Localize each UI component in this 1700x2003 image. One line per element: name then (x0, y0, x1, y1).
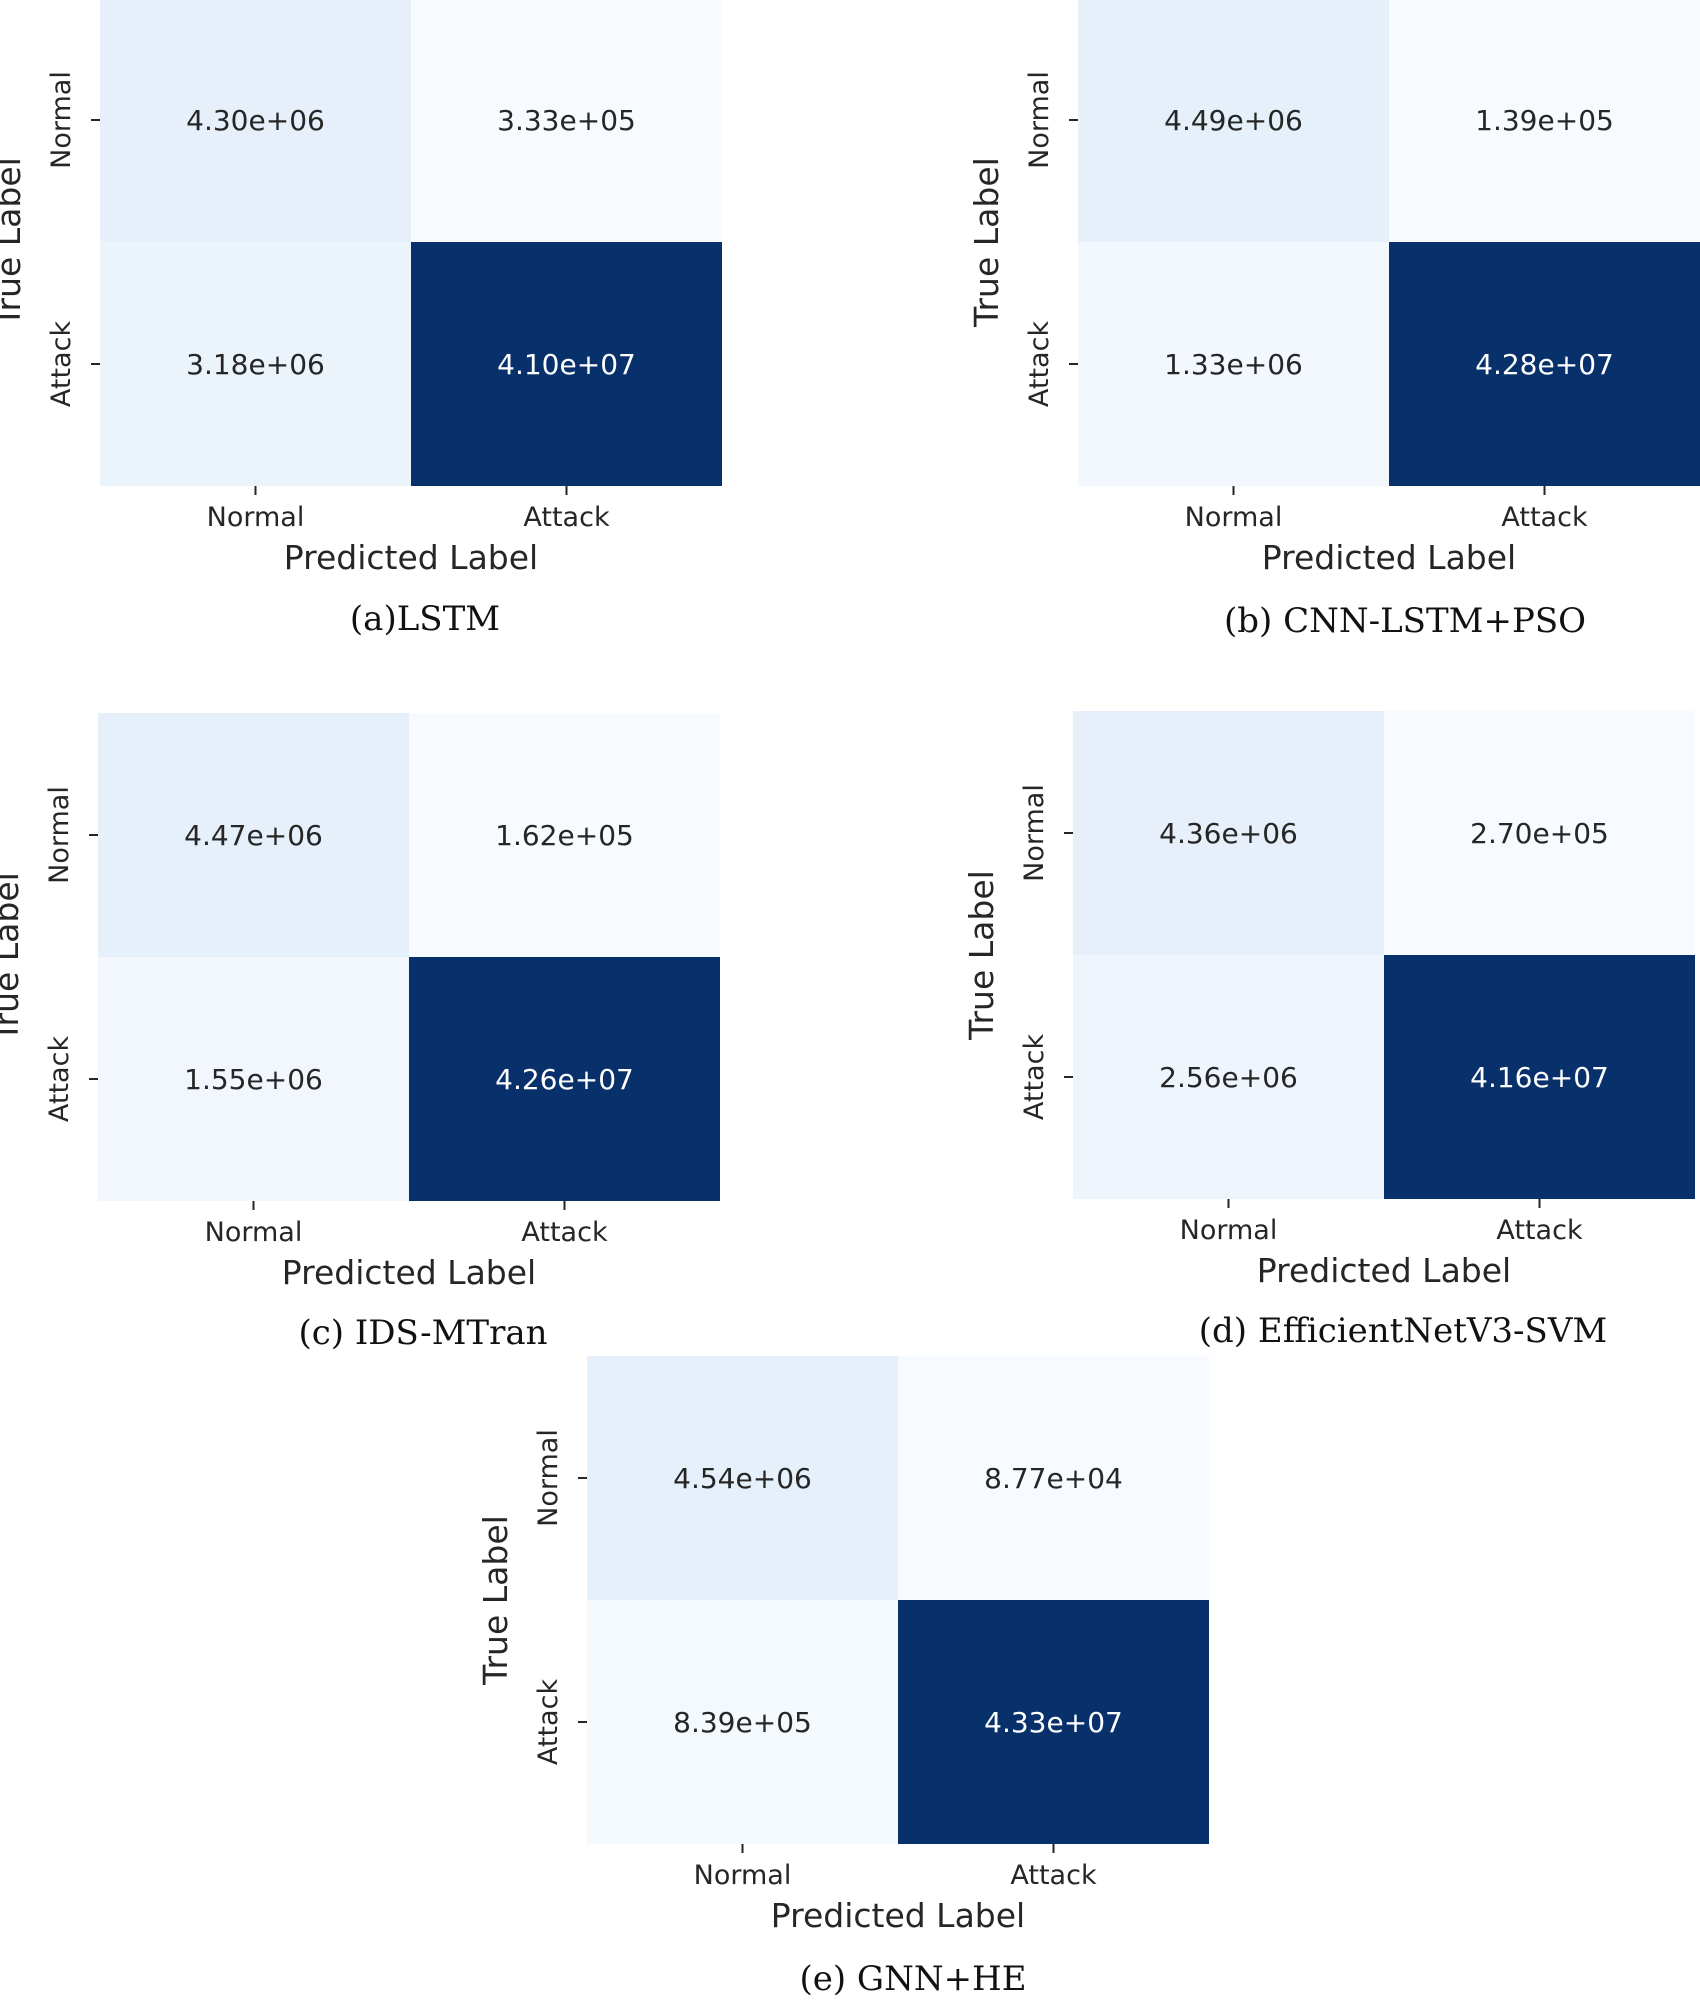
cell-value-label: 4.28e+07 (1475, 348, 1614, 381)
panel-caption: (b) CNN-LSTM+PSO (1224, 601, 1586, 641)
cell-value-label: 1.55e+06 (184, 1063, 323, 1096)
y-tick-label: Normal (533, 1429, 564, 1527)
cell-value-label: 3.33e+05 (497, 104, 636, 137)
y-tick-label: Normal (1019, 784, 1050, 882)
heatmap-cell (98, 957, 409, 1201)
y-tick-label: Attack (1024, 321, 1055, 408)
cell-value-label: 3.18e+06 (186, 348, 325, 381)
y-tick-label: Attack (533, 1679, 564, 1766)
panel-caption: (e) GNN+HE (799, 1959, 1026, 1999)
x-tick-label: Normal (1180, 1215, 1278, 1246)
panel-caption: (d) EfficientNetV3-SVM (1199, 1311, 1607, 1351)
heatmap-cell (100, 242, 411, 486)
x-tick-label: Attack (521, 1217, 608, 1248)
panel-caption: (c) IDS-MTran (298, 1313, 547, 1353)
cell-value-label: 1.62e+05 (495, 819, 634, 852)
x-tick-label: Attack (1010, 1860, 1097, 1891)
heatmap-cell (1073, 711, 1384, 955)
cell-value-label: 4.54e+06 (673, 1462, 812, 1495)
x-tick-label: Normal (207, 502, 305, 533)
y-tick-label: Normal (46, 71, 77, 169)
heatmap-cell (411, 0, 722, 242)
cell-value-label: 4.30e+06 (186, 104, 325, 137)
y-tick-label: Normal (44, 786, 75, 884)
x-axis-title: Predicted Label (1257, 1251, 1511, 1290)
cell-value-label: 4.26e+07 (495, 1063, 634, 1096)
heatmap-cell (1389, 242, 1700, 486)
x-axis-title: Predicted Label (771, 1896, 1025, 1935)
cell-value-label: 1.33e+06 (1164, 348, 1303, 381)
cell-value-label: 8.39e+05 (673, 1706, 812, 1739)
panel-caption: (a)LSTM (350, 599, 500, 639)
y-axis-title: True Label (967, 157, 1006, 328)
heatmap-cell (409, 957, 720, 1201)
heatmap-cell (898, 1356, 1209, 1600)
heatmap-cell (409, 713, 720, 957)
x-tick-label: Attack (1501, 502, 1588, 533)
cell-value-label: 4.49e+06 (1164, 104, 1303, 137)
heatmap-cell (1078, 0, 1389, 242)
heatmap-cell (587, 1356, 898, 1600)
x-tick-label: Attack (523, 502, 610, 533)
y-tick-label: Attack (44, 1036, 75, 1123)
heatmap-cell (1384, 711, 1695, 955)
x-tick-label: Attack (1496, 1215, 1583, 1246)
x-tick-label: Normal (694, 1860, 792, 1891)
x-axis-title: Predicted Label (282, 1253, 536, 1292)
y-axis-title: True Label (962, 870, 1001, 1041)
heatmap-cell (898, 1600, 1209, 1844)
x-axis-title: Predicted Label (284, 538, 538, 577)
y-axis-title: True Label (0, 157, 28, 328)
heatmap-cell (1384, 955, 1695, 1199)
heatmap-cell (587, 1600, 898, 1844)
cell-value-label: 4.16e+07 (1470, 1061, 1609, 1094)
x-tick-label: Normal (205, 1217, 303, 1248)
cell-value-label: 2.70e+05 (1470, 817, 1609, 850)
heatmap-cell (98, 713, 409, 957)
heatmap-cell (1389, 0, 1700, 242)
cell-value-label: 4.47e+06 (184, 819, 323, 852)
y-tick-label: Attack (46, 321, 77, 408)
cell-value-label: 2.56e+06 (1159, 1061, 1298, 1094)
cell-value-label: 4.36e+06 (1159, 817, 1298, 850)
cell-value-label: 4.10e+07 (497, 348, 636, 381)
y-axis-title: True Label (476, 1515, 515, 1686)
heatmap-cell (1078, 242, 1389, 486)
x-tick-label: Normal (1185, 502, 1283, 533)
y-axis-title: True Label (0, 872, 26, 1043)
cell-value-label: 4.33e+07 (984, 1706, 1123, 1739)
heatmap-cell (1073, 955, 1384, 1199)
heatmap-cell (411, 242, 722, 486)
y-tick-label: Attack (1019, 1034, 1050, 1121)
heatmap-cell (100, 0, 411, 242)
y-tick-label: Normal (1024, 71, 1055, 169)
x-axis-title: Predicted Label (1262, 538, 1516, 577)
cell-value-label: 8.77e+04 (984, 1462, 1123, 1495)
cell-value-label: 1.39e+05 (1475, 104, 1614, 137)
